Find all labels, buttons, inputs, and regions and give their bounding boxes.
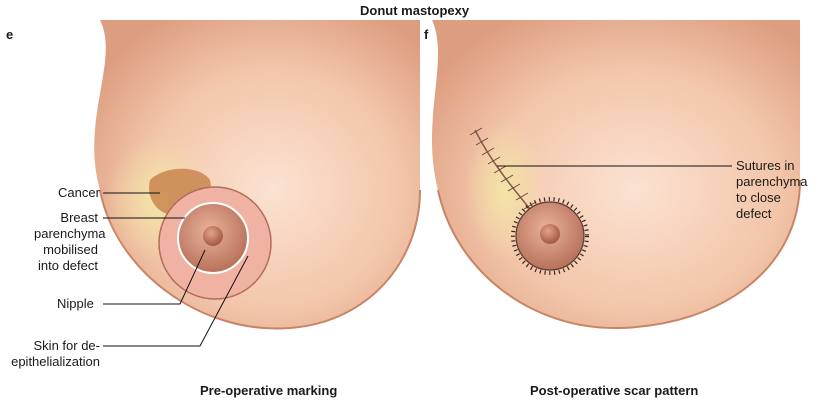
caption-pre-operative: Pre-operative marking — [200, 383, 338, 398]
sutures — [469, 127, 537, 210]
leader-lines — [103, 165, 732, 347]
label-skin: Skin for de- epithelialization — [11, 338, 100, 369]
label-nipple: Nipple — [57, 296, 94, 311]
breast-post-operative — [432, 20, 801, 330]
panel-letter-f: f — [424, 27, 429, 42]
label-sutures: Sutures in parenchyma to close defect — [736, 158, 808, 221]
label-parenchyma: Breast parenchyma mobilised into defect — [34, 210, 106, 273]
nipple — [203, 226, 223, 246]
suture-line — [474, 129, 536, 216]
areola-sutures — [511, 197, 589, 275]
figure-title: Donut mastopexy — [360, 3, 470, 18]
caption-post-operative: Post-operative scar pattern — [530, 383, 699, 398]
panel-letter-e: e — [6, 27, 14, 42]
label-cancer: Cancer — [58, 185, 100, 200]
breast-pre-operative — [94, 20, 421, 330]
